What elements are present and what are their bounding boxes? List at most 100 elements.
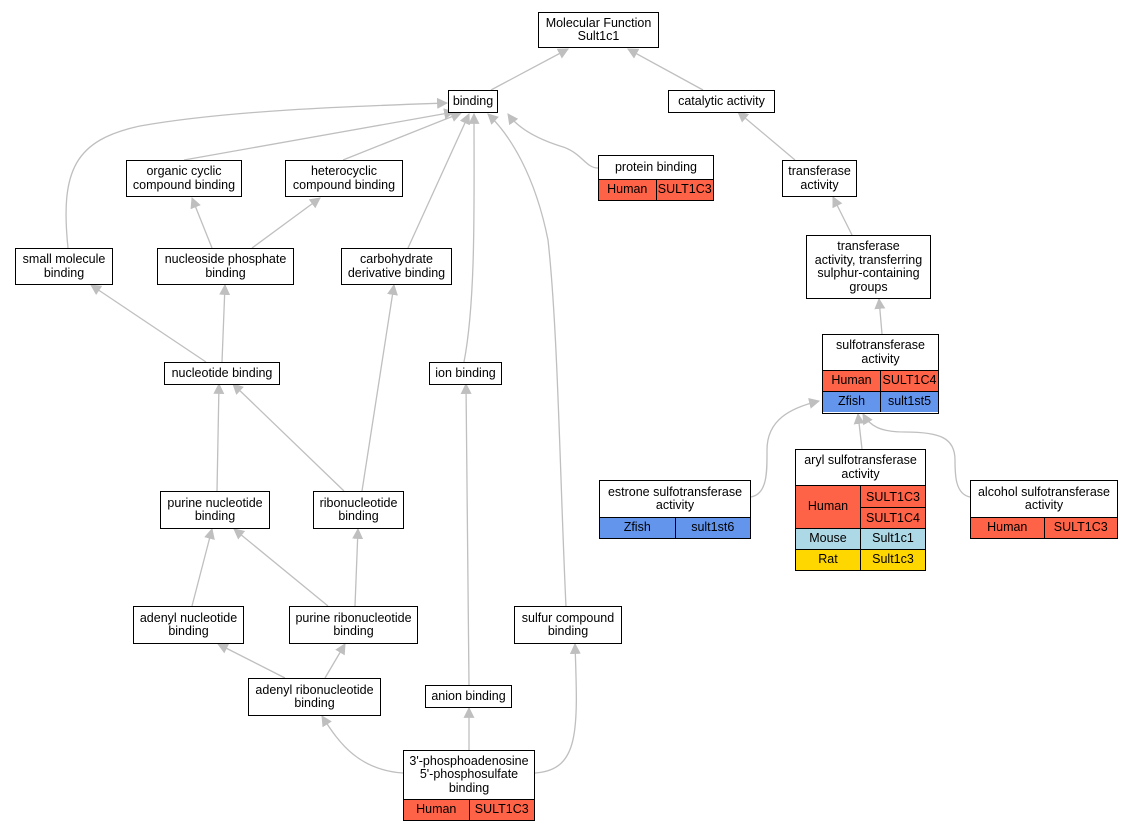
node-small-molecule-binding: small molecule binding <box>15 248 113 285</box>
edge-ribonucleotide-to-nucleotide <box>232 383 345 492</box>
gene-cell: SULT1C3 <box>1043 517 1117 538</box>
node-purine-nucleotide-binding-title: purine nucleotide binding <box>167 495 263 523</box>
node-alcohol-sulfotransferase-activity-title: alcohol sulfotransferase activity <box>977 484 1111 512</box>
node-sulfotransferase-activity: sulfotransferase activity Human SULT1C4 … <box>822 334 939 414</box>
node-sulfur-compound-binding-title: sulfur compound binding <box>521 610 615 638</box>
node-protein-binding: protein binding Human SULT1C3 <box>598 155 714 201</box>
node-alcohol-sulfotransferase-activity: alcohol sulfotransferase activity Human … <box>970 480 1118 539</box>
annotation-row: Human SULT1C3 <box>971 517 1117 538</box>
node-estrone-sulfotransferase-activity: estrone sulfotransferase activity Zfish … <box>599 480 751 539</box>
node-adenyl-ribonucleotide-binding: adenyl ribonucleotide binding <box>248 678 381 716</box>
node-transferase-activity-title: transferase activity <box>788 164 851 192</box>
edge-purine-nucleotide-to-nucleotide <box>213 382 225 492</box>
edge-purine-ribonucleotide-to-ribonucleotide <box>352 527 364 607</box>
annotation-row: Zfish sult1st5 <box>823 391 938 412</box>
node-protein-binding-title: protein binding <box>614 159 697 174</box>
edge-ion-to-binding <box>463 112 480 363</box>
edge-organic-cyclic-to-binding <box>183 108 456 161</box>
node-carbohydrate-derivative-binding: carbohydrate derivative binding <box>341 248 452 285</box>
edge-aryl-to-sulfotransferase <box>853 412 865 450</box>
edge-paps-to-sulfur-compound <box>534 642 581 774</box>
gene-cell-group: SULT1C3 SULT1C4 <box>860 485 925 529</box>
node-small-molecule-binding-title: small molecule binding <box>22 252 106 280</box>
annotation-row: Mouse Sult1c1 <box>796 528 925 550</box>
node-anion-binding: anion binding <box>425 685 512 708</box>
edge-purine-ribonucleotide-to-purine-nucleotide <box>233 528 329 607</box>
edge-adenyl-nucleotide-to-purine-nucleotide <box>191 527 215 607</box>
edge-small-molecule-to-binding <box>65 97 449 249</box>
edge-paps-to-adenyl-ribonucleotide <box>321 715 404 774</box>
node-ribonucleotide-binding: ribonucleotide binding <box>313 491 404 529</box>
node-catalytic-activity: catalytic activity <box>668 90 775 113</box>
node-transferase-sulphur-groups: transferase activity, transferring sulph… <box>806 235 931 299</box>
annotation-row: Human SULT1C3 <box>404 799 534 820</box>
node-paps-binding: 3'-phosphoadenosine 5'-phosphosulfate bi… <box>403 750 535 821</box>
edge-nucleotide-to-small-molecule <box>90 284 207 363</box>
gene-cell: SULT1C4 <box>861 506 925 528</box>
node-organic-cyclic-compound-binding: organic cyclic compound binding <box>126 160 242 197</box>
annotation-row: Human SULT1C4 <box>823 370 938 392</box>
node-nucleotide-binding-title: nucleotide binding <box>171 365 273 380</box>
edge-adenyl-ribonucleotide-to-adenyl-nucleotide <box>217 643 286 679</box>
edge-nucleotide-to-nucleoside-phosphate <box>219 283 231 363</box>
edge-alcohol-to-sulfotransferase <box>862 413 971 498</box>
node-nucleoside-phosphate-binding: nucleoside phosphate binding <box>157 248 294 285</box>
node-molecular-function-title: Molecular Function Sult1c1 <box>545 15 652 43</box>
node-purine-ribonucleotide-binding: purine ribonucleotide binding <box>289 606 418 644</box>
node-nucleotide-binding: nucleotide binding <box>164 362 280 385</box>
species-cell: Human <box>796 485 861 529</box>
node-transferase-sulphur-groups-title: transferase activity, transferring sulph… <box>814 239 923 294</box>
node-nucleoside-phosphate-binding-title: nucleoside phosphate binding <box>164 252 287 280</box>
gene-cell: SULT1C3 <box>866 489 920 504</box>
gene-cell: SULT1C3 <box>468 799 534 820</box>
node-ribonucleotide-binding-title: ribonucleotide binding <box>319 495 398 523</box>
gene-cell: SULT1C4 <box>880 370 938 392</box>
node-adenyl-nucleotide-binding-title: adenyl nucleotide binding <box>139 610 238 638</box>
node-heterocyclic-compound-binding: heterocyclic compound binding <box>285 160 403 197</box>
edge-ribonucleotide-to-carbohydrate <box>361 283 398 492</box>
gene-cell: Sult1c1 <box>860 528 925 550</box>
node-paps-binding-annotations: Human SULT1C3 <box>404 799 534 820</box>
node-sulfur-compound-binding: sulfur compound binding <box>514 606 622 644</box>
node-paps-binding-title: 3'-phosphoadenosine 5'-phosphosulfate bi… <box>409 753 529 795</box>
annotation-row: Rat Sult1c3 <box>796 549 925 570</box>
edge-sulfotransferase-to-transferase-sulphur <box>874 297 886 335</box>
edge-nucleoside-phosphate-to-organic-cyclic <box>190 196 213 249</box>
node-aryl-sulfotransferase-activity-title: aryl sulfotransferase activity <box>804 453 917 481</box>
node-estrone-sulfotransferase-activity-annotations: Zfish sult1st6 <box>600 517 750 538</box>
species-cell: Human <box>599 179 656 200</box>
edge-transferase-sulphur-to-transferase <box>832 196 853 236</box>
node-estrone-sulfotransferase-activity-title: estrone sulfotransferase activity <box>607 484 743 512</box>
node-purine-nucleotide-binding: purine nucleotide binding <box>160 491 270 529</box>
node-molecular-function: Molecular Function Sult1c1 <box>538 12 659 48</box>
node-purine-ribonucleotide-binding-title: purine ribonucleotide binding <box>295 610 412 638</box>
node-alcohol-sulfotransferase-activity-annotations: Human SULT1C3 <box>971 517 1117 538</box>
node-adenyl-ribonucleotide-binding-title: adenyl ribonucleotide binding <box>255 682 374 710</box>
edge-nucleoside-phosphate-to-heterocyclic <box>251 197 321 249</box>
annotation-row: Zfish sult1st6 <box>600 517 750 538</box>
node-protein-binding-annotations: Human SULT1C3 <box>599 179 713 200</box>
edge-transferase-to-catalytic <box>737 111 796 161</box>
edge-estrone-to-sulfotransferase <box>749 397 821 498</box>
gene-cell: sult1st6 <box>674 517 750 538</box>
node-carbohydrate-derivative-binding-title: carbohydrate derivative binding <box>347 252 446 280</box>
species-cell: Zfish <box>823 391 881 412</box>
node-adenyl-nucleotide-binding: adenyl nucleotide binding <box>133 606 244 644</box>
edge-binding-to-root <box>490 48 569 91</box>
species-cell: Human <box>971 517 1044 538</box>
gene-cell: sult1st5 <box>880 391 938 412</box>
node-ion-binding: ion binding <box>429 362 502 385</box>
node-sulfotransferase-activity-annotations: Human SULT1C4 Zfish sult1st5 <box>823 370 938 412</box>
species-cell: Zfish <box>600 517 675 538</box>
gene-cell: SULT1C3 <box>655 179 713 200</box>
edge-catalytic-to-root <box>627 48 704 91</box>
node-aryl-sulfotransferase-activity: aryl sulfotransferase activity Human SUL… <box>795 449 926 571</box>
edge-anion-to-ion <box>460 382 472 686</box>
node-sulfotransferase-activity-title: sulfotransferase activity <box>836 338 925 366</box>
annotation-row: Human SULT1C3 <box>599 179 713 200</box>
edge-sulfur-compound-to-binding <box>487 113 567 608</box>
edge-protein-binding-to-binding <box>507 113 599 169</box>
annotation-row: Human SULT1C3 SULT1C4 <box>796 485 925 529</box>
node-catalytic-activity-title: catalytic activity <box>678 93 765 108</box>
